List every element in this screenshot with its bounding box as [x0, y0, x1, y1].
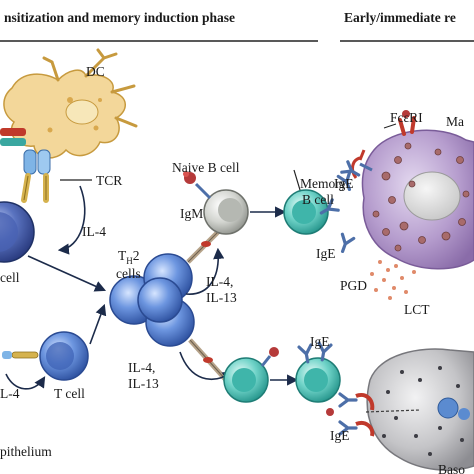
t-cell-left: cell — [0, 201, 35, 285]
arrow-bottom-to-th2 — [89, 303, 107, 345]
header-left-text: nsitization and memory induction phase — [4, 10, 235, 25]
th2-to-b-low-link — [188, 338, 228, 382]
cell-left-label: cell — [0, 270, 20, 285]
b-cell-label: B cell — [302, 192, 334, 207]
fceri-label: FcεRI — [390, 110, 423, 125]
epithelium-label: pithelium — [0, 444, 52, 459]
il4-low-label: IL-4, — [128, 360, 155, 375]
il4-left-arrow — [5, 373, 46, 390]
memory-b-cell: Memory B cell IgE — [283, 169, 357, 261]
header-right-text: Early/immediate re — [344, 10, 456, 25]
il13-mid-label: IL-13 — [206, 290, 237, 305]
il4-il13-upper-arrow — [185, 247, 225, 295]
mast-cell: FcεRI Ma IgE — [334, 110, 474, 270]
header-left: nsitization and memory induction phase — [0, 10, 318, 42]
ige-baso-label: IgE — [330, 428, 350, 443]
b-cell-low-1 — [223, 347, 279, 403]
arrow-to-th2 — [27, 255, 107, 292]
cells-label: cells — [116, 266, 141, 281]
il4-top-label: IL-4 — [82, 224, 106, 239]
header-right: Early/immediate re — [340, 10, 474, 42]
b-cell-low-2: IgE — [295, 334, 341, 403]
naive-b-cell-label: Naive B cell — [172, 160, 240, 175]
il4-mid-label: IL-4, — [206, 274, 233, 289]
ige-mid-label: IgE — [316, 246, 336, 261]
naive-b-cell: Naive B cell IgM — [172, 160, 249, 235]
baso-label: Baso — [438, 462, 465, 474]
ige-low-label: IgE — [310, 334, 330, 349]
tcr-mhc-complex: TCR — [0, 128, 122, 203]
tcr-label: TCR — [96, 173, 122, 188]
igm-label: IgM — [180, 206, 203, 221]
basophil: IgE — [326, 348, 474, 471]
pgd-label: PGD — [340, 278, 367, 293]
il13-low-label: IL-13 — [128, 376, 159, 391]
ige-mast-label: IgE — [334, 176, 354, 191]
ma-label: Ma — [446, 114, 464, 129]
lct-label: LCT — [404, 302, 430, 317]
il4-left-label: L-4 — [0, 386, 20, 401]
t-cell-label: T cell — [54, 386, 85, 401]
mediator-granules — [370, 260, 416, 300]
t-cell-bottom: T cell — [2, 331, 89, 401]
th2-label: TH2 — [118, 248, 140, 266]
il4-feedback-arrow — [57, 185, 86, 255]
dc-label: DC — [86, 64, 105, 79]
th2-cells: TH2 cells — [109, 248, 195, 347]
memory-label: Memory — [300, 176, 347, 191]
